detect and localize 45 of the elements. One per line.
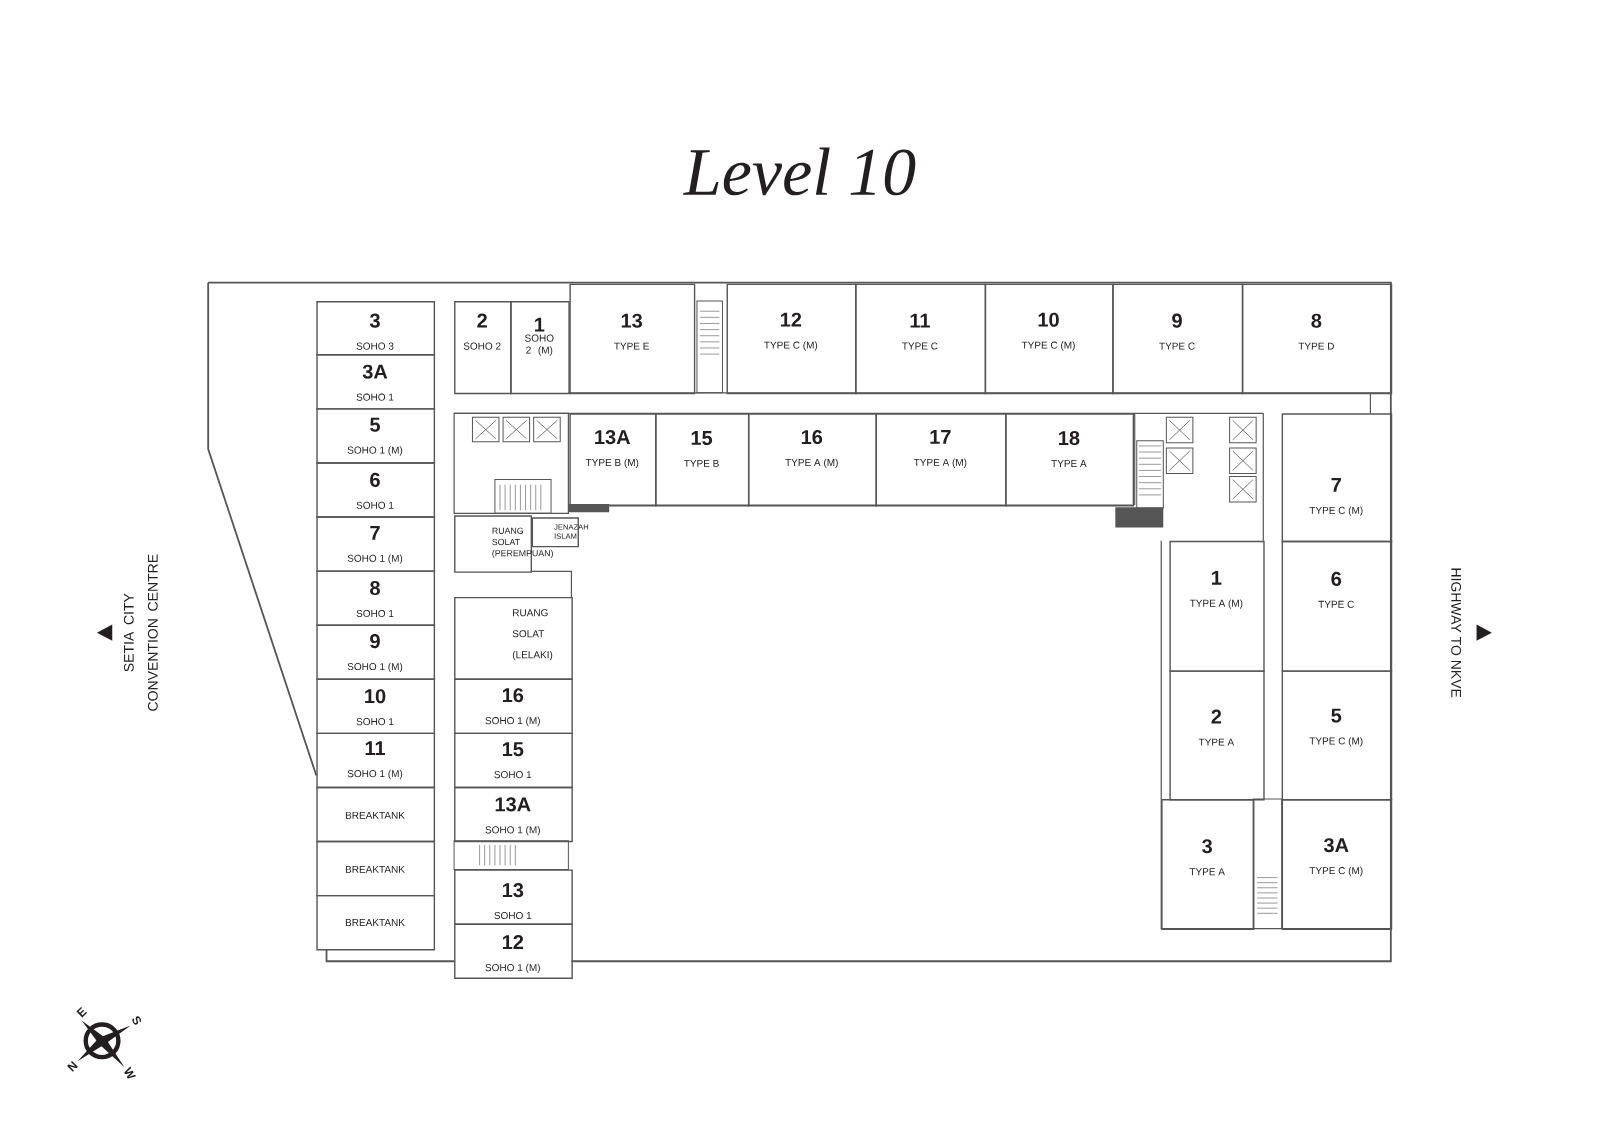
utility-room-box: BREAKTANK (316, 840, 436, 897)
unit-box: 3A TYPE C (M) (1281, 799, 1393, 930)
compass-letter: S (132, 1016, 142, 1025)
unit-box: 8 TYPE D (1241, 283, 1393, 395)
unit-box: 5 SOHO 1 (M) (316, 408, 436, 464)
unit-box: 5 TYPE C (M) (1281, 670, 1393, 801)
compass-letter: W (124, 1066, 136, 1079)
unit-box: 12 SOHO 1 (M) (454, 923, 573, 979)
direction-label: SETIA CITY CONVENTION CENTRE (123, 554, 158, 711)
unit-box: 7 SOHO 1 (M) (316, 516, 436, 572)
unit-box: 10 SOHO 1 (316, 678, 436, 735)
unit-box: 2 TYPE A (1169, 670, 1265, 801)
unit-box: 13 TYPE E (569, 283, 696, 395)
unit-box: 16 SOHO 1 (M) (454, 678, 573, 735)
room-box: RUANG SOLAT (LELAKI) (454, 596, 573, 680)
compass-letter: E (76, 1007, 88, 1018)
utility-room-box: BREAKTANK (316, 894, 436, 951)
unit-box: 8 SOHO 1 (316, 570, 436, 626)
unit-box: 6 SOHO 1 (316, 462, 436, 518)
unit-box: 9 SOHO 1 (M) (316, 624, 436, 680)
unit-box: 3 TYPE A (1161, 799, 1255, 930)
unit-box: 18 TYPE A (1005, 413, 1135, 507)
unit-box: 11 TYPE C (855, 283, 987, 395)
unit-box: 17 TYPE A (M) (875, 413, 1007, 507)
unit-box: 10 TYPE C (M) (984, 283, 1114, 395)
compass-letter: N (67, 1060, 78, 1072)
unit-box: 11 SOHO 1 (M) (316, 732, 436, 789)
unit-box: 1 SOHO 2 (M) (510, 301, 570, 395)
unit-box: 7 TYPE C (M) (1281, 413, 1393, 543)
unit-box: 13 SOHO 1 (454, 869, 573, 925)
unit-box: 15 SOHO 1 (454, 732, 573, 789)
unit-box: 3 SOHO 3 (316, 301, 436, 356)
unit-box: 13A TYPE B (M) (569, 413, 657, 507)
unit-box: 9 TYPE C (1112, 283, 1244, 395)
unit-box: 3A SOHO 1 (316, 354, 436, 410)
unit-box: 13A SOHO 1 (M) (454, 786, 573, 843)
unit-box: 1 TYPE A (M) (1169, 540, 1265, 672)
unit-box: 15 TYPE B (655, 413, 750, 507)
utility-room-box: BREAKTANK (316, 786, 436, 843)
unit-box: 12 TYPE C (M) (726, 283, 857, 395)
unit-box: 6 TYPE C (1281, 540, 1393, 672)
unit-box: 2 SOHO 2 (454, 301, 512, 395)
title: Level 10 (683, 147, 916, 196)
unit-box: 16 TYPE A (M) (747, 413, 877, 507)
direction-label: HIGHWAY TO NKVE (1451, 568, 1462, 698)
